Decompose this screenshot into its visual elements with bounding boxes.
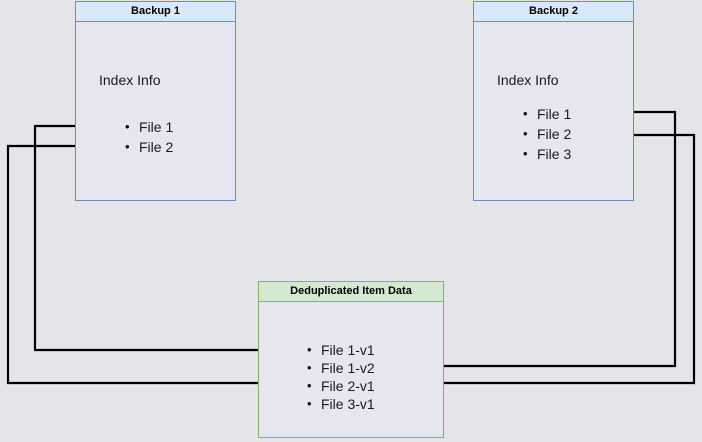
list-item: File 2-v1: [305, 377, 375, 395]
list-item: File 3-v1: [305, 395, 375, 413]
deduplicated-item-data-title: Deduplicated Item Data: [259, 282, 443, 302]
backup-1-index-info-label: Index Info: [99, 72, 161, 88]
backup-2-body: Index Info File 1 File 2 File 3: [474, 22, 633, 200]
list-item: File 2: [123, 137, 173, 157]
deduplicated-item-list: File 1-v1 File 1-v2 File 2-v1 File 3-v1: [305, 341, 375, 413]
deduplicated-item-data-box: Deduplicated Item Data File 1-v1 File 1-…: [258, 281, 444, 438]
list-item: File 1-v2: [305, 359, 375, 377]
list-item: File 2: [521, 124, 571, 144]
backup-2-index-info-label: Index Info: [497, 72, 559, 88]
backup-1-file-list: File 1 File 2: [123, 117, 173, 157]
list-item: File 1: [123, 117, 173, 137]
list-item: File 1: [521, 104, 571, 124]
backup-2-file-list: File 1 File 2 File 3: [521, 104, 571, 164]
backup-1-body: Index Info File 1 File 2: [76, 22, 235, 200]
deduplicated-item-data-body: File 1-v1 File 1-v2 File 2-v1 File 3-v1: [259, 302, 443, 437]
backup-1-box: Backup 1 Index Info File 1 File 2: [75, 1, 236, 201]
backup-2-title: Backup 2: [474, 2, 633, 22]
backup-1-title: Backup 1: [76, 2, 235, 22]
backup-2-box: Backup 2 Index Info File 1 File 2 File 3: [473, 1, 634, 201]
list-item: File 1-v1: [305, 341, 375, 359]
list-item: File 3: [521, 144, 571, 164]
